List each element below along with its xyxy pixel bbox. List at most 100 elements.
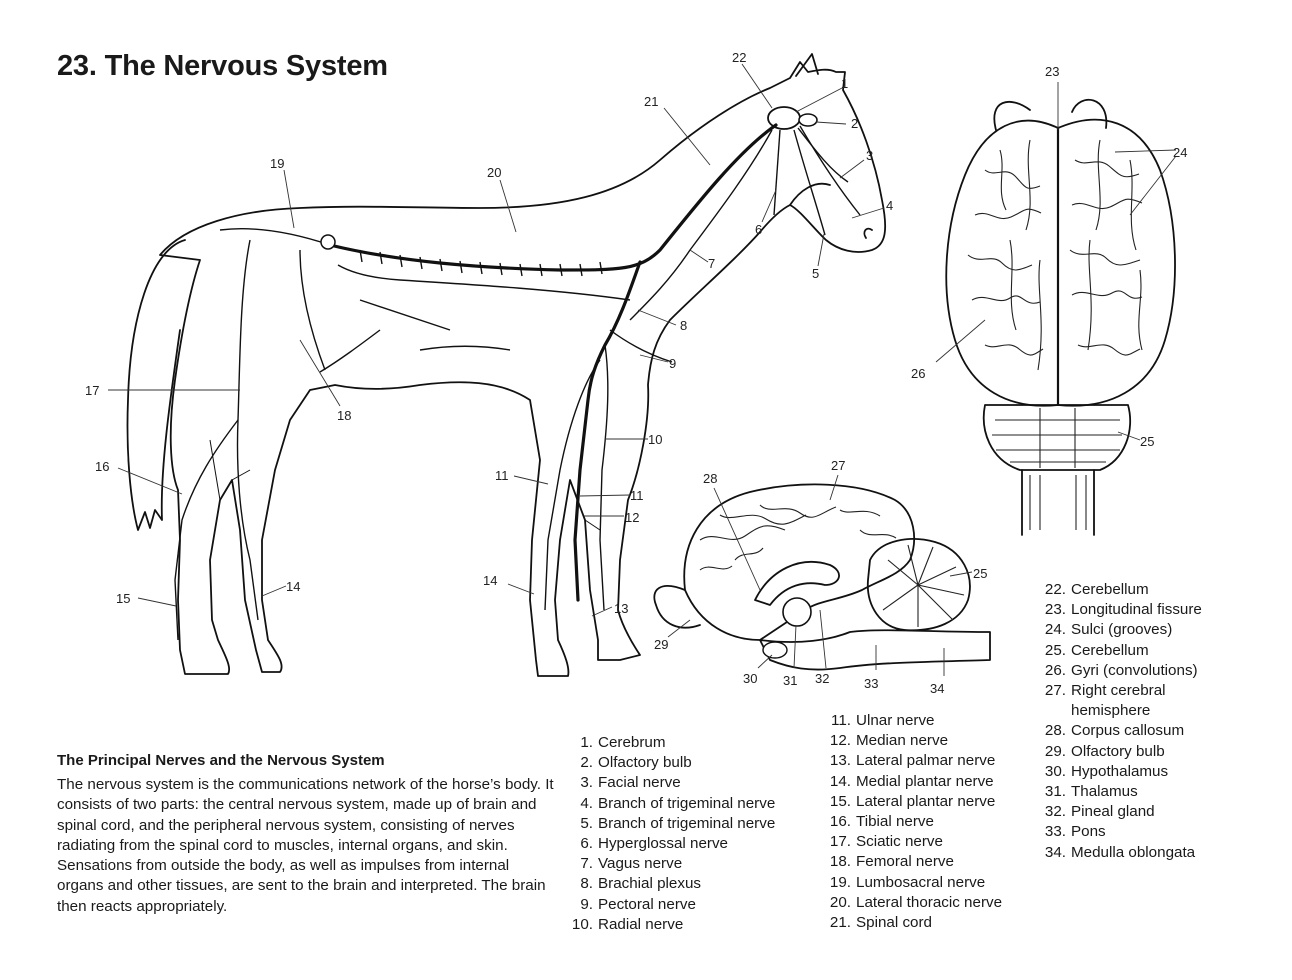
- callout-14-hind: 14: [286, 579, 300, 594]
- legend-item: 27. Right cerebral hemisphere: [1030, 681, 1240, 721]
- callout-30: 30: [743, 671, 757, 686]
- legend-item: 3.Facial nerve: [560, 773, 775, 793]
- callout-11-right: 11: [630, 488, 644, 503]
- legend-number: 15.: [829, 792, 851, 810]
- vertebral-ticks: [359, 249, 603, 277]
- legend-label: Gyri (convolutions): [1071, 661, 1198, 679]
- legend-label: Tibial nerve: [856, 813, 934, 831]
- legend-item: 1. Cerebrum: [560, 733, 775, 753]
- legend-number: 2.: [580, 754, 593, 772]
- horse-figure: [126, 53, 887, 677]
- legend-label: Olfactory bulb: [598, 754, 692, 772]
- legend-item: 22.Cerebellum: [1030, 580, 1240, 600]
- legend-label: Hyperglossal nerve: [598, 835, 728, 853]
- brainstem-top: [1021, 469, 1095, 536]
- legend-item: 18.Femoral nerve: [815, 852, 1002, 872]
- lateral-thoracic-nerve: [337, 264, 631, 301]
- callout-17: 17: [85, 383, 99, 398]
- brain-side-callout-lines: [667, 474, 973, 676]
- intro-section: The Principal Nerves and the Nervous Sys…: [57, 752, 557, 917]
- callout-12: 12: [625, 510, 639, 525]
- brain-sagittal-view: [653, 483, 991, 671]
- callout-32: 32: [815, 671, 829, 686]
- intro-heading: The Principal Nerves and the Nervous Sys…: [57, 752, 385, 769]
- legend-item: 20.Lateral thoracic nerve: [815, 893, 1002, 913]
- legend-number: 26.: [1044, 661, 1066, 679]
- gyri-right: [1069, 139, 1143, 356]
- callout-22: 22: [732, 50, 746, 65]
- cerebellum-top: [982, 404, 1132, 471]
- legend-number: 3.: [580, 774, 593, 792]
- legend-number: 5.: [580, 814, 593, 832]
- callout-31: 31: [783, 673, 797, 688]
- callout-13: 13: [614, 601, 628, 616]
- callout-23: 23: [1045, 64, 1059, 79]
- ulnar-median: [544, 359, 601, 611]
- legend-label: Longitudinal fissure: [1071, 601, 1202, 619]
- legend-label: Hypothalamus: [1071, 762, 1169, 780]
- legend-item: 21.Spinal cord: [815, 913, 1002, 933]
- cerebellum-folia: [992, 408, 1122, 468]
- pectoral-nerve: [609, 329, 673, 363]
- legend-label: Pectoral nerve: [598, 895, 696, 913]
- legend-number: 32.: [1044, 803, 1066, 821]
- legend-number: 4.: [580, 794, 593, 812]
- brain-side-callout-numbers: 27 28 25 29 30 31 32 33 34: [654, 458, 987, 696]
- brainstem-sagittal: [759, 629, 991, 671]
- callout-34: 34: [930, 681, 944, 696]
- spinal-cord: [328, 123, 778, 272]
- legend-number: 1.: [580, 734, 593, 751]
- legend-label: Olfactory bulb: [1071, 742, 1165, 760]
- legend-label: Brachial plexus: [598, 875, 701, 893]
- legend-item: 4. Branch of trigeminal nerve: [560, 794, 775, 814]
- legend-item: 10.Radial nerve: [560, 915, 775, 935]
- callout-19: 19: [270, 156, 284, 171]
- legend-item: 33.Pons: [1030, 822, 1240, 842]
- callout-1: 1: [841, 76, 848, 91]
- callout-6: 6: [755, 222, 762, 237]
- callout-26: 26: [911, 366, 925, 381]
- corpus-callosum: [754, 561, 840, 606]
- callout-9: 9: [669, 356, 676, 371]
- horse-ear: [795, 53, 819, 77]
- callout-25-side: 25: [973, 566, 987, 581]
- legend-label: Corpus callosum: [1071, 722, 1185, 740]
- callout-20: 20: [487, 165, 501, 180]
- callout-16: 16: [95, 459, 109, 474]
- legend-item: 13.Lateral palmar nerve: [815, 751, 1002, 771]
- legend-item: 8.Brachial plexus: [560, 874, 775, 894]
- legend-item: 14.Medial plantar nerve: [815, 772, 1002, 792]
- legend-number: 17.: [829, 833, 851, 851]
- legend-item: 12.Median nerve: [815, 731, 1002, 751]
- legend-number: 23.: [1044, 601, 1066, 619]
- legend-item: 11.Ulnar nerve: [815, 711, 1002, 731]
- legend-label: Cerebellum: [1071, 581, 1149, 598]
- callout-21: 21: [644, 94, 658, 109]
- legend-label: Lumbosacral nerve: [856, 873, 986, 891]
- horse-tail: [126, 239, 186, 531]
- facial-nerve: [797, 127, 849, 183]
- legend-item: 6.Hyperglossal nerve: [560, 834, 775, 854]
- legend-number: 33.: [1044, 823, 1066, 841]
- legend-label: Right cerebral hemisphere: [1071, 682, 1166, 720]
- legend-label: Vagus nerve: [598, 855, 683, 873]
- legend-item: 16.Tibial nerve: [815, 812, 1002, 832]
- legend-label: Branch of trigeminal nerve: [598, 814, 776, 832]
- legend-item: 2. Olfactory bulb: [560, 753, 775, 773]
- body-nerve-branches: [319, 299, 511, 373]
- hyperglossal-nerve: [773, 129, 781, 216]
- legend-item: 32.Pineal gland: [1030, 802, 1240, 822]
- legend-number: 10.: [571, 915, 593, 933]
- legend-number: 12.: [829, 732, 851, 750]
- legend-item: 7.Vagus nerve: [560, 854, 775, 874]
- horse-foreleg-inner: [559, 479, 601, 541]
- legend-label: Cerebrum: [598, 734, 666, 751]
- legend-label: Branch of trigeminal nerve: [598, 794, 776, 812]
- legend-number: 34.: [1044, 843, 1066, 861]
- legend-number: 27.: [1044, 682, 1066, 700]
- horse-outline: [159, 61, 887, 677]
- legend-number: 14.: [829, 772, 851, 790]
- hypothalamus-sagittal: [762, 641, 788, 659]
